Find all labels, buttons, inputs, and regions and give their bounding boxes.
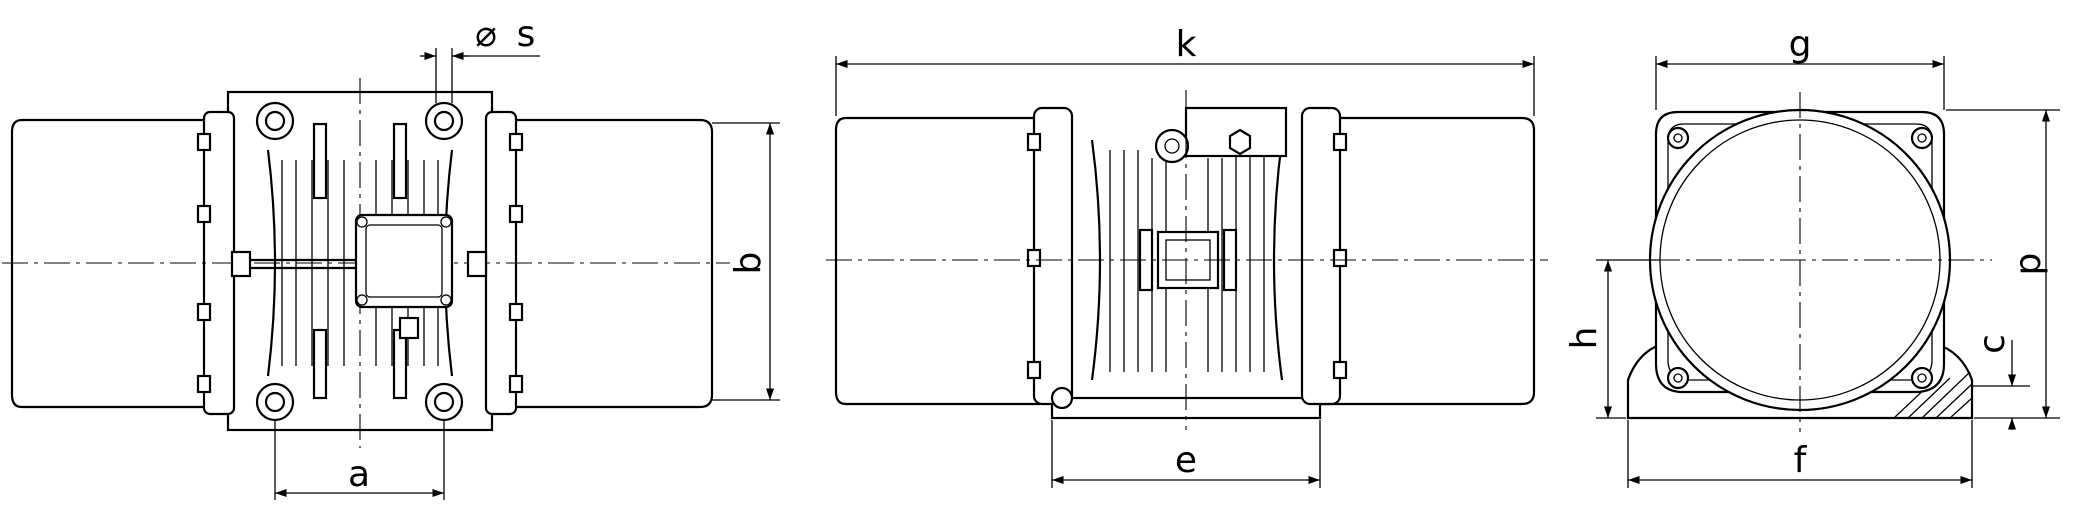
side-view: k e	[826, 24, 1548, 488]
mounting-holes	[255, 101, 464, 422]
dim-k	[835, 56, 1535, 116]
side-left-drum	[834, 116, 1040, 406]
label-e: e	[1175, 440, 1197, 481]
top-cable-gland	[398, 316, 420, 340]
label-s: s	[517, 14, 536, 55]
label-a: a	[348, 454, 370, 495]
dim-s	[420, 48, 540, 103]
label-k: k	[1176, 24, 1197, 65]
top-flange-bolts	[196, 132, 524, 394]
label-c: c	[1972, 334, 2013, 354]
dim-p	[1946, 109, 2060, 419]
dim-c	[1972, 340, 2030, 430]
side-right-drum	[1320, 116, 1536, 406]
top-fins-right	[375, 122, 454, 400]
top-right-drum	[505, 118, 714, 409]
top-terminal-box	[354, 213, 454, 309]
label-f: f	[1794, 440, 1808, 481]
side-flange-bolts	[1026, 132, 1348, 410]
top-fins-left	[266, 122, 345, 400]
side-lifting-eye	[1154, 128, 1190, 164]
dim-b	[712, 122, 780, 401]
top-view: a b ⌀ s	[2, 14, 780, 500]
dim-h	[1596, 259, 1660, 419]
top-shaft-clamp-right	[466, 250, 488, 278]
front-corner-bolts	[1666, 126, 1934, 390]
top-shaft-clamp-left	[230, 250, 252, 278]
label-b: b	[728, 252, 769, 275]
dim-g	[1655, 56, 1945, 110]
label-g: g	[1789, 24, 1812, 65]
dim-e	[1051, 420, 1321, 488]
dim-f	[1627, 420, 1973, 488]
label-h: h	[1564, 327, 1605, 350]
label-p: p	[2008, 253, 2049, 276]
dim-a	[274, 420, 445, 500]
side-nut	[1228, 128, 1252, 156]
label-diameter-symbol: ⌀	[475, 14, 497, 55]
front-view: g f p h c	[1564, 24, 2060, 488]
front-hatch	[1893, 371, 1973, 419]
